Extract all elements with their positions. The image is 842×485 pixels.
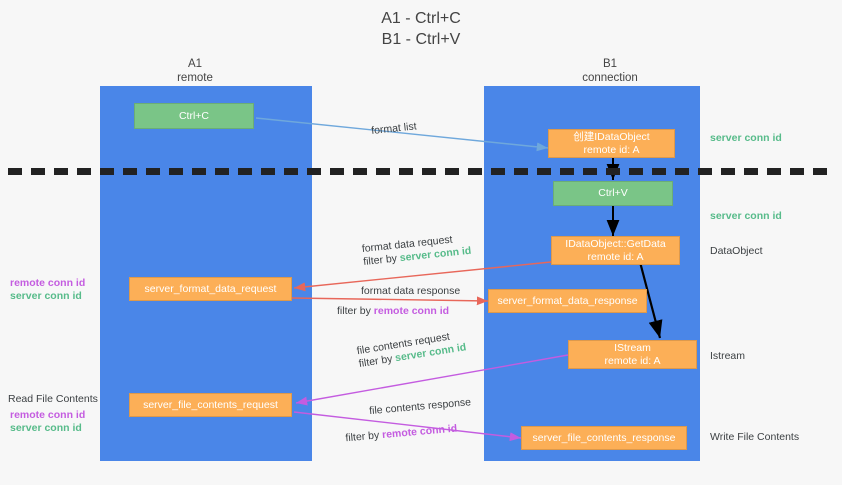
left-label-remote-conn-id: remote conn id (10, 277, 86, 289)
node-server-file-contents-request-label: server_file_contents_request (143, 398, 278, 411)
left-label-server-conn-id: server conn id (10, 290, 82, 302)
filter-value-remote-conn-id: remote conn id (373, 305, 450, 317)
node-server-file-contents-response-label: server_file_contents_response (532, 431, 676, 444)
node-istream-line1: IStream (614, 342, 651, 354)
node-idataobject-getdata[interactable]: IDataObject::GetData remote id: A (551, 236, 680, 265)
right-label-server-conn-id-top: server conn id (710, 132, 782, 144)
page-title: A1 - Ctrl+C B1 - Ctrl+V (0, 8, 842, 50)
left-label-file-conn-ids: remote conn id server conn id (10, 409, 85, 435)
column-a1-subtitle: remote (177, 71, 213, 84)
node-create-dataobject-line2: remote id: A (583, 143, 640, 156)
node-ctrl-c-label: Ctrl+C (178, 109, 210, 122)
left-label-format-conn-ids: remote conn id server conn id (10, 277, 85, 303)
arrow-getdata-to-istream (638, 261, 663, 339)
filter-prefix: filter by (337, 305, 371, 317)
title-line-1: A1 - Ctrl+C (381, 10, 461, 27)
node-server-format-data-request[interactable]: server_format_data_request (129, 277, 292, 301)
annotation-format-data-response-title: format data response (361, 285, 461, 297)
right-label-server-conn-id-mid: server conn id (710, 210, 782, 222)
node-create-dataobject-line1: 创建IDataObject (573, 131, 650, 143)
node-idataobject-getdata-line1: IDataObject::GetData (565, 238, 666, 250)
filter-prefix: filter by (362, 252, 398, 269)
column-b1-subtitle: connection (582, 71, 638, 84)
node-create-dataobject[interactable]: 创建IDataObject remote id: A (548, 129, 675, 158)
annotation-format-data-response: format data response filter by remote co… (337, 285, 460, 318)
title-line-2: B1 - Ctrl+V (381, 31, 461, 48)
column-b1-name: B1 (602, 58, 618, 70)
node-server-file-contents-response[interactable]: server_file_contents_response (521, 426, 687, 450)
node-server-format-data-response-label: server_format_data_response (497, 294, 638, 307)
left-label-remote-conn-id: remote conn id (10, 409, 86, 421)
node-ctrl-v[interactable]: Ctrl+V (553, 181, 673, 206)
column-header-a1: A1 remote (120, 58, 270, 85)
node-server-format-data-response[interactable]: server_format_data_response (488, 289, 647, 313)
left-label-server-conn-id: server conn id (10, 422, 82, 434)
arrow-file-contents-response (293, 411, 522, 442)
node-idataobject-getdata-line2: remote id: A (587, 250, 644, 263)
node-istream[interactable]: IStream remote id: A (568, 340, 697, 369)
right-label-write-file-contents: Write File Contents (710, 431, 800, 443)
column-header-b1: B1 connection (535, 58, 685, 85)
node-istream-line2: remote id: A (604, 354, 661, 367)
filter-prefix: filter by (344, 429, 380, 445)
node-server-format-data-request-label: server_format_data_request (144, 282, 277, 295)
phase-divider (8, 168, 834, 175)
arrow-format-data-response (291, 296, 489, 306)
right-label-istream: Istream (710, 350, 746, 362)
node-ctrl-v-label: Ctrl+V (598, 187, 628, 200)
arrow-format-data-request (293, 261, 552, 292)
annotation-format-data-response-filter: filter by remote conn id (337, 305, 460, 318)
arrow-file-contents-request (295, 354, 569, 406)
column-a1-name: A1 (187, 58, 203, 70)
node-server-file-contents-request[interactable]: server_file_contents_request (129, 393, 292, 417)
right-label-dataobject: DataObject (710, 245, 763, 257)
arrow-format-list (255, 117, 549, 152)
left-label-read-file-contents: Read File Contents (8, 393, 98, 405)
node-ctrl-c[interactable]: Ctrl+C (134, 103, 254, 129)
